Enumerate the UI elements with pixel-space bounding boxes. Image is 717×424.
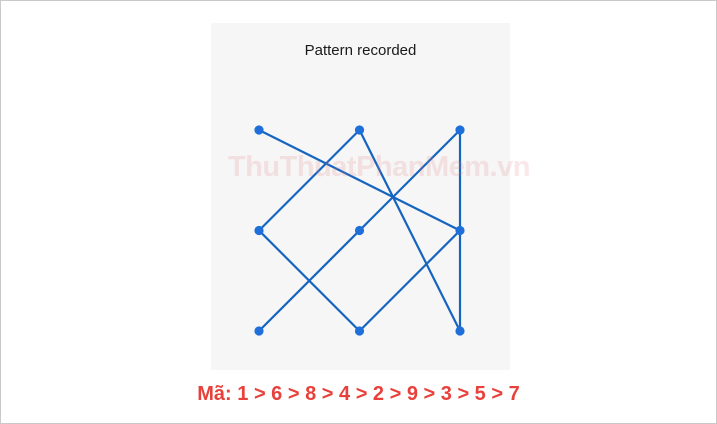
- pattern-dot-3[interactable]: [455, 125, 465, 135]
- pattern-segment-3-5: [358, 128, 462, 232]
- pattern-dot-8[interactable]: [354, 326, 365, 336]
- pattern-dot-4[interactable]: [254, 225, 264, 236]
- pattern-code-caption: Mã: 1 > 6 > 8 > 4 > 2 > 9 > 3 > 5 > 7: [197, 383, 520, 405]
- pattern-dots: [254, 125, 465, 336]
- pattern-segment-5-7: [257, 229, 361, 333]
- watermark-logo: ThuThuatPhanMem.vn: [228, 151, 530, 183]
- pattern-dot-6[interactable]: [455, 225, 465, 236]
- pattern-dot-9[interactable]: [455, 326, 465, 336]
- pattern-dot-7[interactable]: [254, 326, 264, 336]
- pattern-dot-5[interactable]: [354, 225, 365, 236]
- pattern-status-title: Pattern recorded: [304, 42, 417, 59]
- pattern-dot-2[interactable]: [354, 125, 365, 135]
- pattern-segment-2-9: [358, 128, 462, 333]
- pattern-segment-4-2: [257, 128, 361, 232]
- pattern-dot-1[interactable]: [254, 125, 264, 135]
- pattern-segment-6-8: [358, 229, 462, 333]
- pattern-segment-1-6: [257, 128, 462, 232]
- pattern-lock-screen: Pattern recorded: [211, 23, 510, 370]
- pattern-grid[interactable]: [211, 23, 510, 370]
